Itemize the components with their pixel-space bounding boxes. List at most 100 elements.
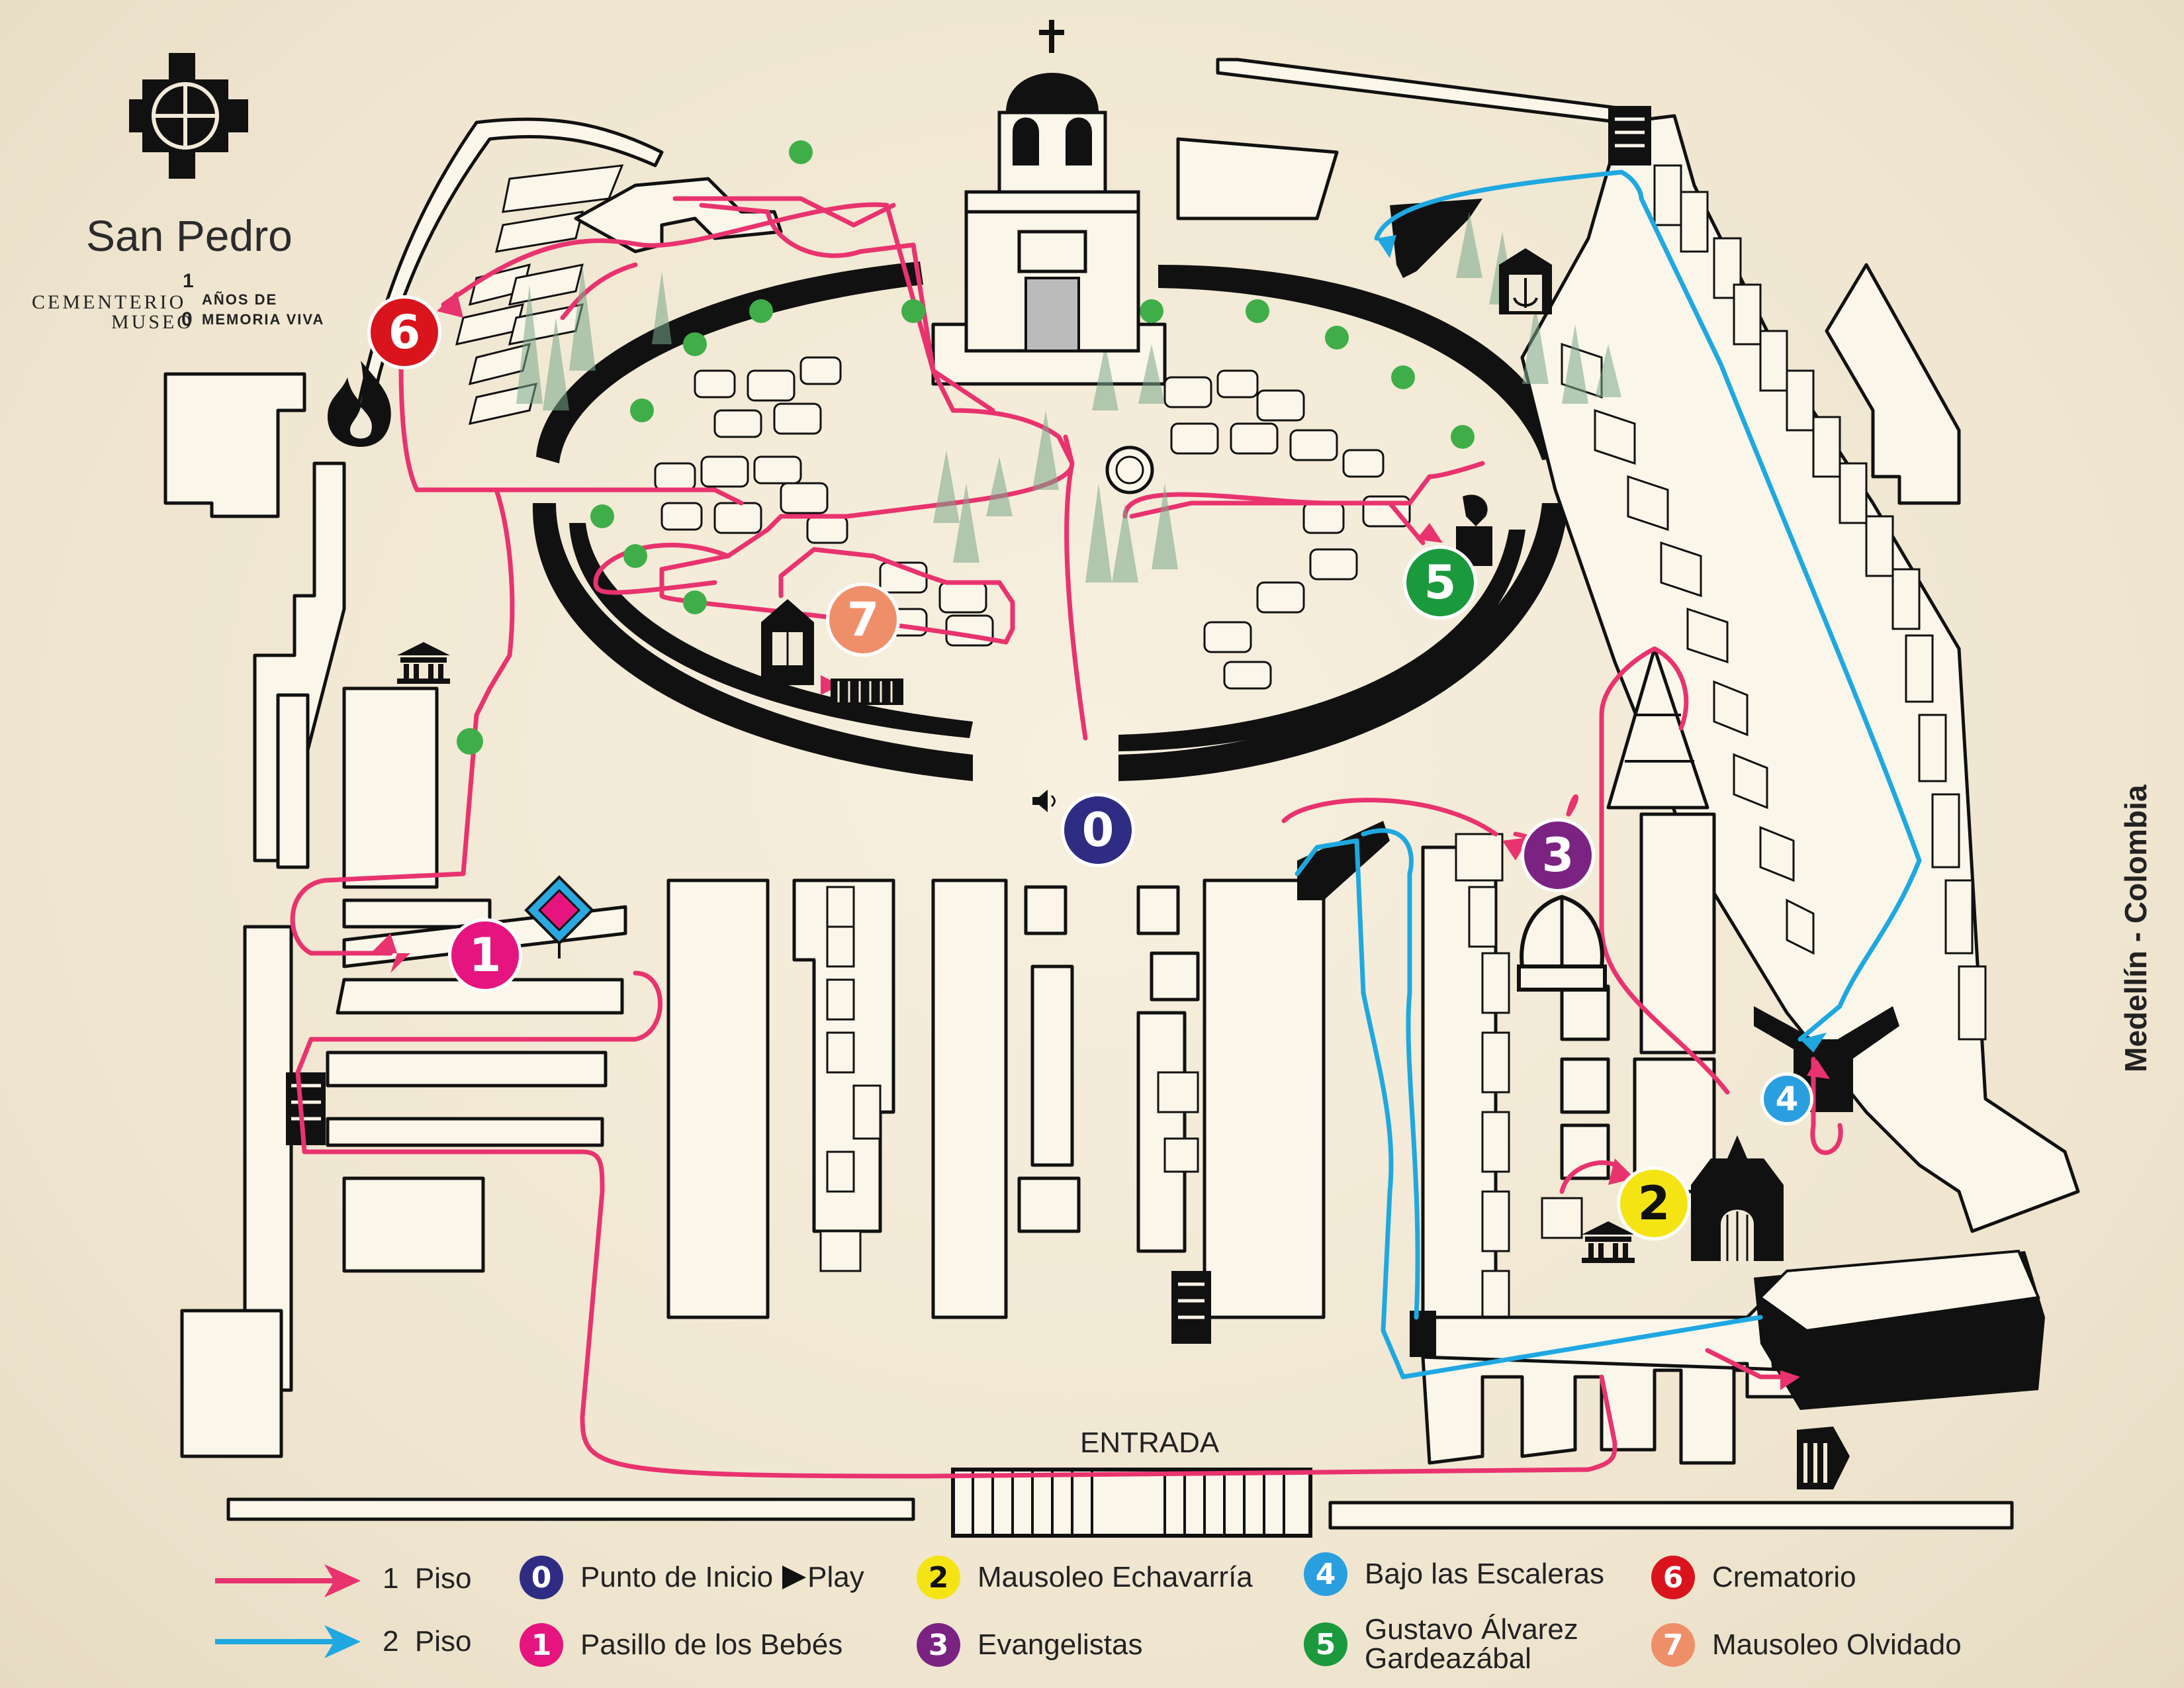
stairs-diag-icon: [1390, 199, 1482, 278]
legend-item-2[interactable]: 2 Mausoleo Echavarría: [917, 1556, 1253, 1599]
speaker-icon: [1032, 790, 1056, 812]
stair-steps: [291, 117, 1645, 1319]
legend-label-5b: Gardeazábal: [1365, 1642, 1531, 1675]
stop-5-badge[interactable]: 5: [1403, 545, 1477, 620]
fence-icon: [831, 679, 903, 705]
central-circle: [1105, 445, 1154, 494]
stop-7-badge[interactable]: 7: [826, 583, 900, 657]
brand-tagline1: AÑOS DE: [202, 291, 278, 308]
legend-item-6[interactable]: 6 Crematorio: [1651, 1556, 1856, 1599]
legend-label-0: Punto de Inicio: [580, 1561, 774, 1593]
gate-icon: [1797, 1427, 1850, 1489]
legend-label-5: Gustavo Álvarez: [1365, 1613, 1578, 1646]
arrow: [1416, 523, 1443, 543]
legend-play-label: Play: [807, 1561, 864, 1593]
building-lower-strip: [1421, 1355, 1802, 1465]
oval-wall-inner2: [569, 523, 973, 738]
legend-badge-2: 2: [917, 1556, 960, 1599]
kite-icon: [524, 875, 594, 959]
route-floor-1: [290, 487, 515, 956]
oval-wall-inner: [532, 503, 973, 781]
entrance-gate: [951, 1468, 1312, 1538]
legend-badge-3: 3: [917, 1623, 960, 1667]
pantheon-icon: [397, 642, 450, 684]
legend-item-5[interactable]: 5 Gustavo Álvarez Gardeazábal: [1304, 1615, 1578, 1673]
brand-years-top: 1: [183, 270, 194, 292]
brand-tagline2: MEMORIA VIVA: [202, 311, 325, 328]
left-niches: [336, 978, 624, 1015]
floor2-arrow-icon: [324, 1625, 361, 1658]
path-outline: [355, 117, 664, 412]
legend-item-1[interactable]: 1 Pasillo de los Bebés: [520, 1623, 842, 1667]
stop-6-badge[interactable]: 6: [367, 295, 441, 369]
oval-wall-inner: [1118, 503, 1569, 781]
oval-wall-outer: [1158, 265, 1569, 460]
legend-arrows: [215, 1564, 361, 1658]
legend-label-4: Bajo las Escaleras: [1365, 1558, 1604, 1590]
route-floor-1: [1559, 1056, 1843, 1380]
legend-label-7: Mausoleo Olvidado: [1712, 1628, 1962, 1661]
route-floor-2: [1295, 828, 1763, 1380]
trees: [516, 212, 1621, 583]
legend-item-3[interactable]: 3 Evangelistas: [917, 1623, 1142, 1667]
legend-floor1: 1 Piso: [383, 1562, 472, 1595]
route-floor-1: [295, 970, 1617, 1479]
lower-blocks: [666, 812, 1716, 1326]
wall-bottom-left: [226, 1497, 915, 1521]
legend-badge-6: 6: [1651, 1556, 1695, 1599]
block: [342, 1176, 485, 1273]
mausoleum-roof: [1758, 1249, 2040, 1333]
palm-trees: [457, 140, 1475, 755]
legend-label-1: Pasillo de los Bebés: [580, 1628, 843, 1661]
arrow: [1377, 235, 1396, 258]
right-upper-strip: [1825, 263, 1961, 505]
arrow: [1807, 1059, 1830, 1079]
route-floor-2: [1374, 169, 1922, 1042]
block: [180, 1309, 283, 1458]
stop-1-badge[interactable]: 1: [448, 918, 522, 992]
arrow: [1800, 1033, 1827, 1053]
arrow: [371, 933, 410, 973]
play-icon: [782, 1566, 807, 1589]
brand-years-bottom: 0: [181, 308, 193, 330]
left-niches: [326, 1117, 604, 1147]
stair-blocks: [819, 833, 1583, 1319]
legend-badge-1: 1: [520, 1623, 563, 1667]
chapel-icon: [964, 20, 1140, 353]
block: [1176, 137, 1339, 220]
building-left-strip2: [276, 693, 310, 869]
entrance-label: ENTRADA: [1080, 1427, 1220, 1459]
stop-4-badge[interactable]: 4: [1760, 1072, 1813, 1125]
legend-floor2: 2 Piso: [383, 1625, 472, 1658]
legend-item-4[interactable]: 4 Bajo las Escaleras: [1304, 1552, 1604, 1596]
legend-label-6: Crematorio: [1712, 1561, 1856, 1593]
legend-badge-5: 5: [1304, 1622, 1347, 1666]
left-niches: [326, 1051, 608, 1088]
mausoleum-echavarria-icon: [1691, 1135, 1784, 1261]
stop-3-badge[interactable]: 3: [1521, 818, 1595, 892]
location-label: Medellín - Colombia: [2118, 784, 2153, 1072]
entrance-gate-bars: [972, 1470, 1285, 1536]
stop-0-badge[interactable]: 0: [1061, 793, 1135, 867]
mausoleum-olvidado-icon: [761, 599, 814, 685]
arrow: [437, 291, 463, 318]
legend-label-3: Evangelistas: [978, 1628, 1143, 1661]
legend-badge-0: 0: [520, 1556, 563, 1599]
floor1-arrow-icon: [324, 1564, 361, 1597]
fire-icon: [328, 361, 391, 447]
route-floor-1: [1281, 646, 1689, 929]
right-niches: [1653, 164, 1987, 1041]
wall-bottom-right: [1328, 1501, 2014, 1530]
stop-2-badge[interactable]: 2: [1617, 1166, 1691, 1241]
stairs-diag-icon: [1754, 1006, 1899, 1072]
oval-wall-outer: [536, 261, 923, 463]
legend-badge-7: 7: [1651, 1623, 1695, 1667]
logo-icon: [129, 53, 248, 179]
pantheon-icon: [1582, 1221, 1635, 1263]
legend-item-7[interactable]: 7 Mausoleo Olvidado: [1651, 1623, 1962, 1667]
legend-item-0[interactable]: 0 Punto de Inicio Play: [520, 1556, 864, 1599]
legend-label-2: Mausoleo Echavarría: [978, 1561, 1253, 1593]
arrow: [1780, 1370, 1800, 1390]
anchor-tomb-icon: [1499, 248, 1552, 314]
